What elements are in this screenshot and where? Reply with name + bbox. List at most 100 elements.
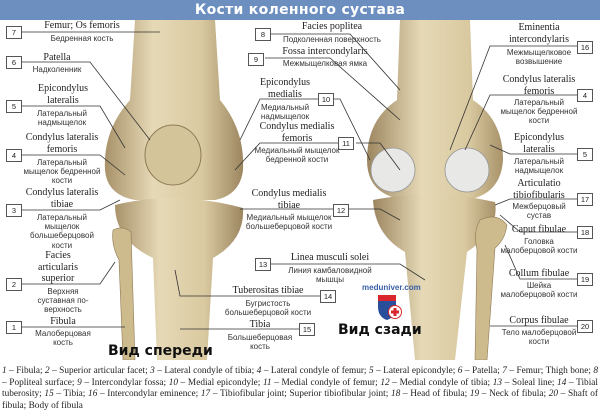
label-number: 4 [577,89,593,102]
caption-number: 5 [368,366,374,376]
label-number: 3 [6,204,22,217]
label-number: 7 [6,26,22,39]
caption-number: 19 [469,389,480,399]
label-number: 18 [577,226,593,239]
label-number: 2 [6,278,22,291]
label-number: 6 [6,56,22,69]
latin-term: Condylus lateralis femoris [25,132,99,155]
caption-term: – Lateral condyle of tibia; [154,366,257,376]
russian-term: Надколенник [32,65,82,74]
label-number: 19 [577,273,593,286]
caption-term: – Lateral condyle of femur; [261,366,369,376]
caption-term: – Femur; Thigh bone; [506,366,594,376]
latin-term: Fibula [50,316,76,327]
caption-number: 4 [256,366,262,376]
figure-caption: 1 – Fibula; 2 – Superior articular facet… [2,366,598,412]
caption-number: 17 [200,389,211,399]
russian-term: Межмыщелковая ямка [282,59,368,68]
caption-number: 20 [548,389,558,399]
russian-term: Бугристость большеберцовой кости [224,299,312,318]
caption-number: 7 [502,366,507,376]
russian-term: Медиальный надмыщелок [260,103,310,122]
caption-term: – Medial condyle of femur; [271,377,381,388]
caption-term: – Tibiofibular joint; Superior tibiofibu… [210,389,391,399]
caption-term: – Medial epicondyle; [178,377,263,388]
caption-term: – Tibial tuberosity; [2,377,598,400]
caption-term: – Head of fibula; [400,389,470,399]
latin-term: Patella [43,52,71,63]
latin-term: Facies articularis superior [38,250,78,284]
label-number: 12 [333,204,349,217]
latin-term: Condylus lateralis femoris [502,74,576,97]
russian-term: Латеральный мыщелок бедренной кости [23,158,101,186]
label-number: 10 [318,93,334,106]
caption-term: – Superior articular facet; [49,366,151,376]
russian-term: Большеберцовая кость [227,333,293,352]
caption-term: – Lateral epicondyle; [373,366,458,376]
caption-number: 11 [262,377,272,388]
russian-term: Малоберцовая кость [35,329,91,348]
caption-number: 3 [150,366,155,376]
latin-term: Tibia [249,319,271,330]
label-number: 15 [299,323,315,336]
caption-term: – Patella; [462,366,503,376]
caption-term: – Soleal line; [502,377,558,388]
anterior-view-title: Вид спереди [108,343,213,359]
posterior-view-title: Вид сзади [338,322,422,338]
russian-term: Медиальный мыщелок бедренной кости [254,146,340,165]
label-number: 9 [248,53,264,66]
label-number: 14 [320,290,336,303]
latin-term: Epicondylus lateralis [38,83,88,106]
caption-number: 1 [2,366,7,376]
latin-term: Epicondylus lateralis [514,132,564,155]
caption-number: 10 [168,377,178,388]
latin-term: Condylus medialis femoris [259,121,335,144]
russian-term: Линия камбаловидной мышцы [288,266,372,285]
shield-logo-icon [378,295,402,320]
latin-term: Epicondylus medialis [260,77,310,100]
anterior-knee-illustration [104,20,244,360]
caption-term: – Tibia; [53,389,89,399]
russian-term: Шейка малоберцовой кости [500,281,578,300]
watermark-text: meduniver.com [362,283,421,292]
latin-term: Linea musculi solei [290,252,370,263]
caption-term: – Neck of fibula; [479,389,549,399]
label-number: 13 [255,258,271,271]
caption-number: 8 [593,366,599,376]
latin-term: Corpus fibulae [509,315,569,326]
caption-number: 2 [44,366,50,376]
caption-number: 9 [77,377,82,388]
russian-term: Латеральный мыщелок большеберцовой кости [30,213,94,250]
label-number: 8 [255,28,271,41]
russian-term: Латеральный надмыщелок [514,157,564,176]
label-number: 20 [577,320,593,333]
label-number: 11 [338,137,354,150]
latin-term: Fossa intercondylaris [282,46,368,57]
caption-number: 13 [492,377,503,388]
russian-term: Бедренная кость [50,34,114,43]
label-number: 16 [577,41,593,54]
russian-term: Верхняя суставная по-верхность [37,287,89,315]
page-title: Кости коленного сустава [0,0,600,20]
latin-term: Eminentia intercondylaris [509,22,569,45]
caption-term: – Shaft of fibula; Body of fibula [2,389,598,411]
label-number: 5 [577,148,593,161]
russian-term: Тело малоберцовой кости [501,328,577,347]
caption-term: – Intercondylar fossa; [81,377,169,388]
russian-term: Подколенная поверхность [283,35,381,44]
latin-term: Condylus lateralis tibiae [25,187,99,210]
russian-term: Межберцовый сустав [512,202,566,221]
russian-term: Межмыщелковое возвышение [506,48,572,67]
latin-term: Articulatio tibiofibularis [513,178,565,201]
latin-term: Femur; Os femoris [44,20,120,31]
caption-number: 15 [44,389,54,399]
caption-number: 14 [557,377,567,388]
label-number: 17 [577,193,593,206]
label-number: 4 [6,149,22,162]
latin-term: Caput fibulae [511,224,567,235]
russian-term: Головка малоберцовой кости [500,237,578,256]
caption-term: – Popliteal surface; [2,377,78,388]
caption-number: 16 [88,389,98,399]
russian-term: Латеральный мыщелок бедренной кости [500,98,578,126]
label-number: 1 [6,321,22,334]
